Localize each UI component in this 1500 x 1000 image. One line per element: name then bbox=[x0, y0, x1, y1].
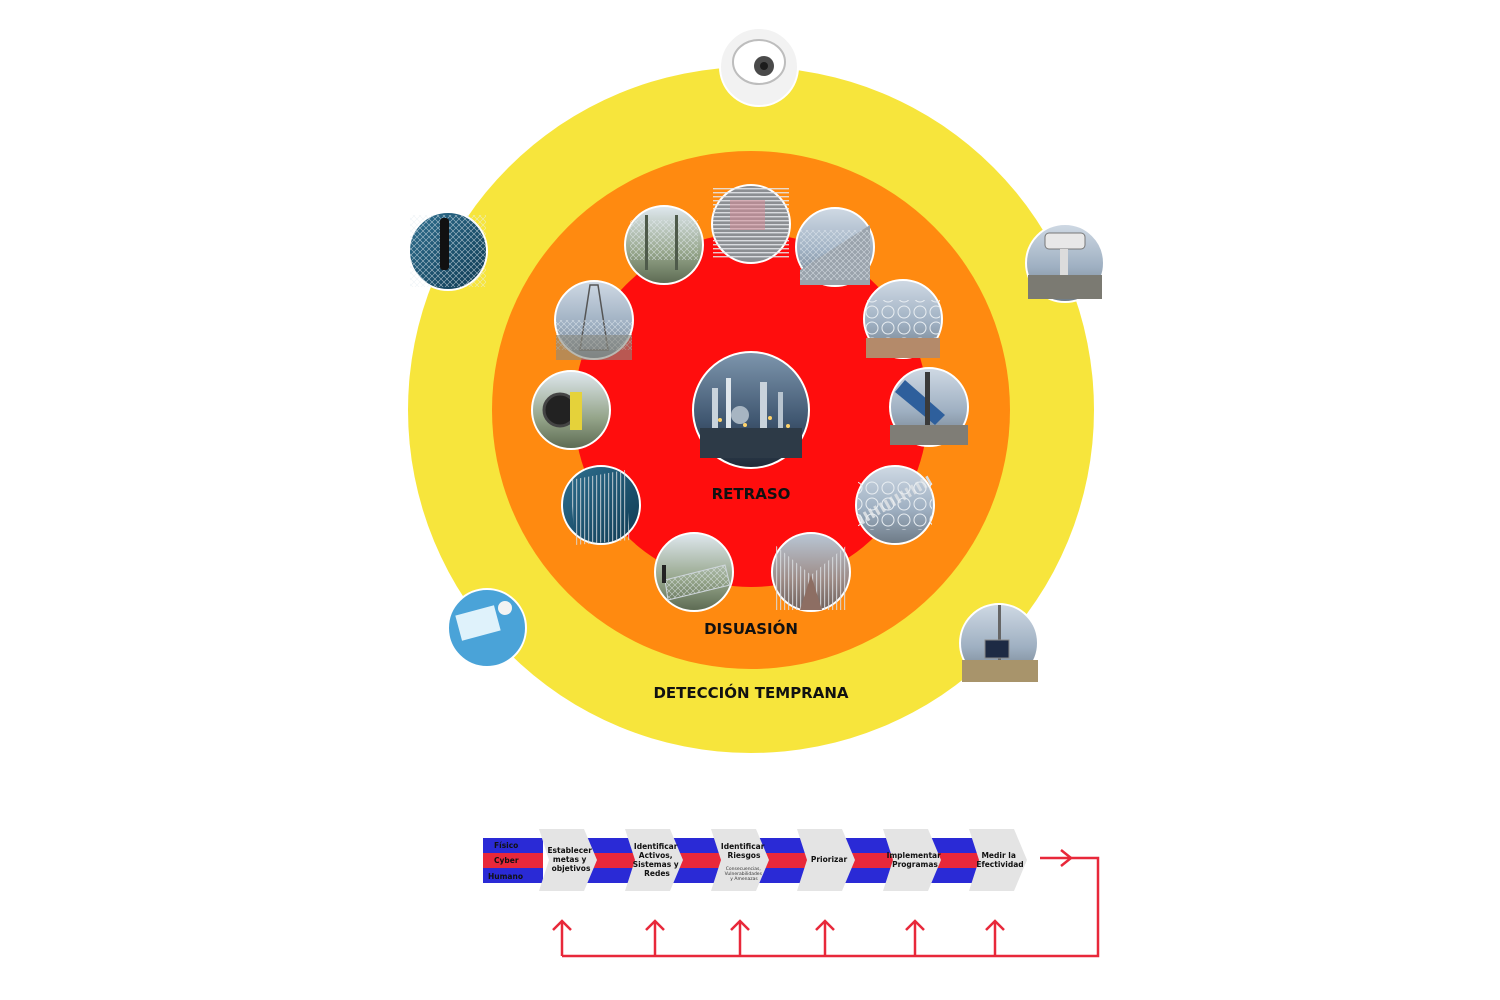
fence-sensor-photo bbox=[408, 211, 488, 291]
band-label-cyber: Cyber bbox=[494, 856, 519, 865]
fence-photo bbox=[624, 205, 704, 285]
step-note-3: Consecuencias, Vulnerabilidades y Amenaz… bbox=[725, 866, 764, 882]
band-humano bbox=[483, 868, 543, 883]
band-label-humano: Humano bbox=[488, 872, 523, 881]
step-label-3: Identificar Riesgos bbox=[721, 842, 767, 860]
step-chevron-4 bbox=[797, 829, 855, 891]
step-label-4: Priorizar bbox=[811, 855, 848, 864]
substation-fence-photo bbox=[554, 280, 634, 360]
step-chevron-3 bbox=[711, 829, 769, 891]
band-label-fisico: Físico bbox=[494, 841, 518, 850]
feedback-loop bbox=[552, 849, 1100, 958]
step-chevron-2 bbox=[625, 829, 683, 891]
band-fisico bbox=[483, 838, 543, 853]
solar-sensor-photo bbox=[959, 603, 1039, 683]
band-cyber bbox=[483, 853, 543, 868]
control-room-photo bbox=[447, 588, 527, 668]
step-label-6: Medir la Efectividad bbox=[976, 851, 1023, 869]
step-label-1: Establecer metas y objetivos bbox=[547, 846, 594, 873]
step-label-5: Implementar Programas bbox=[887, 851, 944, 869]
barrier-gate-photo bbox=[889, 367, 969, 447]
feedback-arrowhead bbox=[1060, 849, 1074, 867]
step-chevron-6 bbox=[969, 829, 1027, 891]
process-flow: Físico Cyber Humano Establecer metas y o… bbox=[483, 829, 1100, 958]
panel-fence-photo bbox=[561, 465, 641, 545]
thermal-camera-photo bbox=[1025, 223, 1105, 303]
middle-ring-label: DISUASIÓN bbox=[704, 619, 798, 638]
gate-worker-photo bbox=[654, 532, 734, 612]
step-chevron-1 bbox=[539, 829, 597, 891]
mesh-fence-photo bbox=[711, 184, 791, 264]
inner-ring-label: RETRASO bbox=[712, 485, 791, 503]
razor-coil-photo bbox=[855, 465, 935, 545]
outer-ring-label: DETECCIÓN TEMPRANA bbox=[653, 683, 848, 702]
refinery-photo bbox=[692, 351, 810, 469]
dome-camera-photo bbox=[719, 27, 799, 107]
corridor-fence-photo bbox=[771, 532, 851, 612]
step-label-2: Identificar Activos, Sistemas y Redes bbox=[633, 842, 682, 878]
razor-wire-photo bbox=[863, 279, 943, 359]
cable-reel-photo bbox=[531, 370, 611, 450]
step-chevron-5 bbox=[883, 829, 941, 891]
razor-fence-photo bbox=[795, 207, 875, 287]
